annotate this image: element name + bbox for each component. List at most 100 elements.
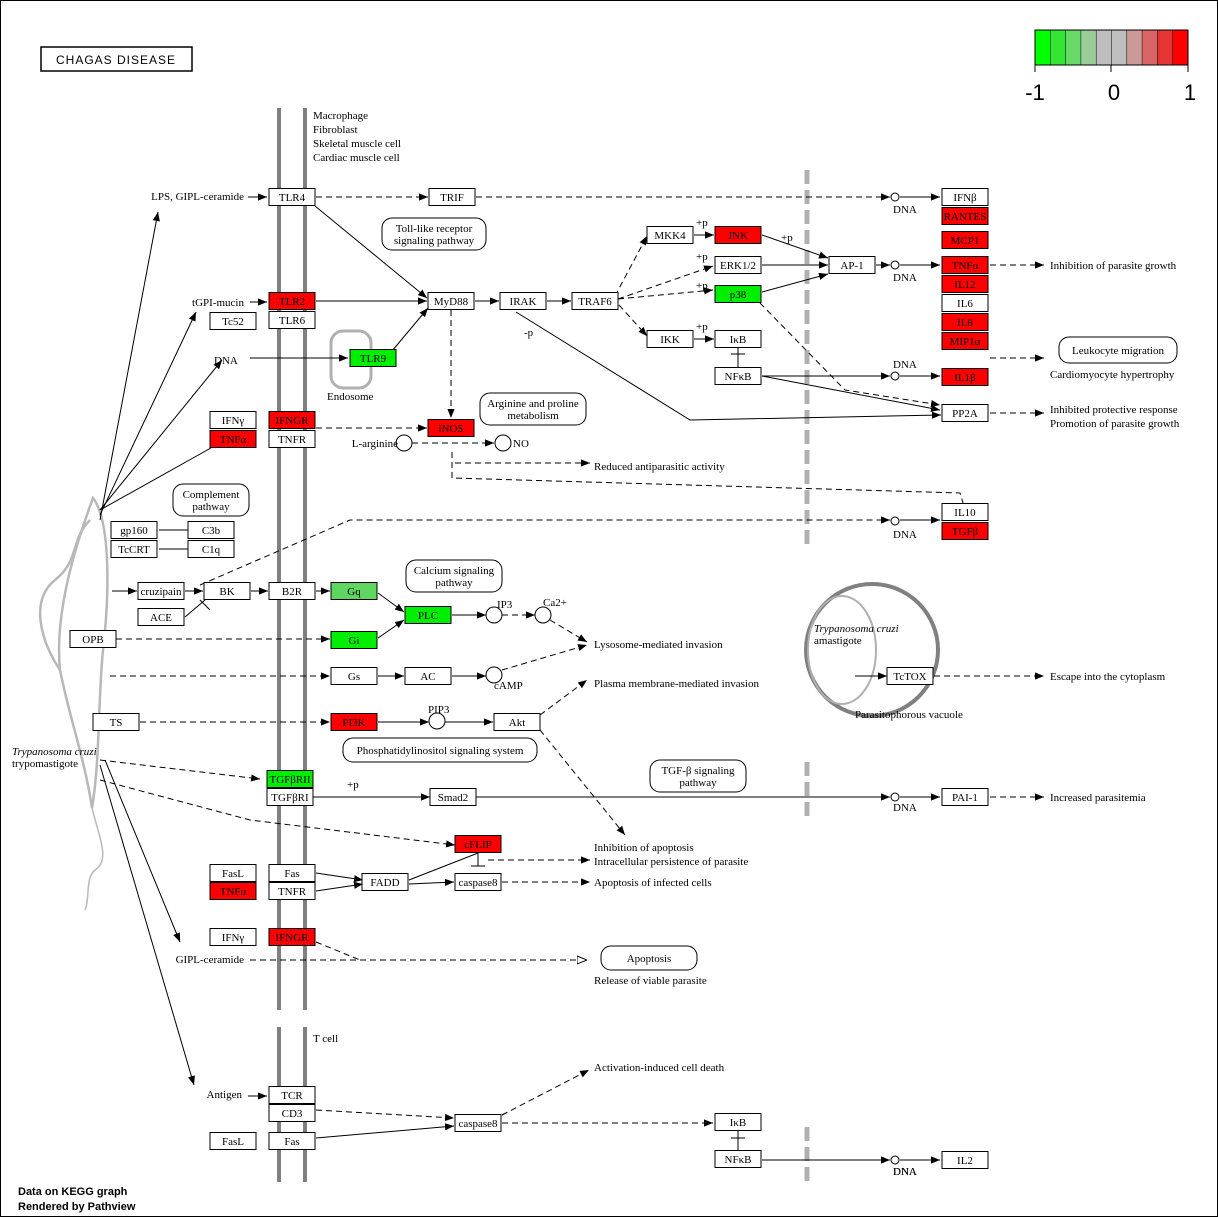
gene-mkk4[interactable]: MKK4	[646, 226, 694, 244]
gene-tnfr[interactable]: TNFR	[268, 882, 316, 900]
gene-i-b[interactable]: IκB	[714, 1113, 762, 1131]
gene-ac[interactable]: AC	[404, 667, 452, 685]
gene-tcr[interactable]: TCR	[268, 1086, 316, 1104]
compound-camp[interactable]: cAMP	[485, 666, 523, 692]
gene-mip1[interactable]: MIP1α	[941, 332, 989, 350]
gene-i-b[interactable]: IκB	[714, 330, 762, 348]
gene-mcp1[interactable]: MCP1	[941, 231, 989, 249]
gene-nf-b[interactable]: NFκB	[714, 367, 762, 385]
gene-cruzipain[interactable]: cruzipain	[137, 582, 185, 600]
gene-plc[interactable]: PLC	[404, 606, 452, 624]
gene-trif[interactable]: TRIF	[428, 188, 476, 206]
compound-ca2[interactable]: Ca2+	[534, 597, 567, 624]
gene-ifngr[interactable]: IFNGR	[268, 411, 316, 429]
gene-tnf[interactable]: TNFα	[941, 256, 989, 274]
gene-label: NFκB	[725, 371, 752, 383]
gene-il1[interactable]: IL1β	[941, 368, 989, 386]
gene-fas[interactable]: Fas	[268, 1132, 316, 1150]
gene-pp2a[interactable]: PP2A	[941, 404, 989, 422]
gene-tnf[interactable]: TNFα	[209, 882, 257, 900]
gene-il10[interactable]: IL10	[941, 503, 989, 521]
pathway-phosphatidylinositol-signaling-system[interactable]: Phosphatidylinositol signaling system	[342, 737, 538, 763]
gene-ifn[interactable]: IFNγ	[209, 411, 257, 429]
gene-tnf[interactable]: TNFα	[209, 430, 257, 448]
gene-pi3k[interactable]: PI3K	[330, 713, 378, 731]
gene-label: TLR2	[279, 296, 305, 308]
gene-box	[941, 188, 989, 206]
gene-tccrt[interactable]: TcCRT	[110, 540, 158, 558]
gene-nf-b[interactable]: NFκB	[714, 1150, 762, 1168]
gene-tlr6[interactable]: TLR6	[268, 311, 316, 329]
gene-il8[interactable]: IL8	[941, 313, 989, 331]
gene-cd3[interactable]: CD3	[268, 1104, 316, 1122]
gene-gp160[interactable]: gp160	[110, 521, 158, 539]
gene-tlr4[interactable]: TLR4	[268, 188, 316, 206]
pathway-leukocyte-migration[interactable]: Leukocyte migration	[1058, 336, 1178, 364]
gene-ifn[interactable]: IFNγ	[209, 928, 257, 946]
gene-bk[interactable]: BK	[203, 582, 251, 600]
gene-ifn[interactable]: IFNβ	[941, 188, 989, 206]
gene-ace[interactable]: ACE	[137, 608, 185, 626]
gene-jnk[interactable]: JNK	[714, 226, 762, 244]
gene-c1q[interactable]: C1q	[187, 540, 235, 558]
gene-tgf[interactable]: TGFβ	[941, 522, 989, 540]
gene-caspase8[interactable]: caspase8	[454, 1114, 502, 1132]
gene-il2[interactable]: IL2	[941, 1151, 989, 1169]
gene-ifngr[interactable]: IFNGR	[268, 928, 316, 946]
gene-smad2[interactable]: Smad2	[429, 788, 477, 806]
gene-b2r[interactable]: B2R	[268, 582, 316, 600]
gene-tlr9[interactable]: TLR9	[349, 349, 397, 367]
gene-gi[interactable]: Gi	[330, 631, 378, 649]
gene-tlr2[interactable]: TLR2	[268, 292, 316, 310]
dna-node	[890, 792, 900, 802]
gene-label: PLC	[418, 610, 438, 622]
gene-tctox[interactable]: TcTOX	[886, 667, 934, 685]
gene-label: TGFβRII	[269, 774, 310, 786]
gene-box	[330, 582, 378, 600]
gene-label: IL8	[957, 317, 973, 329]
gene-ikk[interactable]: IKK	[646, 330, 694, 348]
gene-akt[interactable]: Akt	[493, 713, 541, 731]
gene-cflip[interactable]: cFLIP	[454, 835, 502, 853]
gene-fasl[interactable]: FasL	[209, 864, 257, 882]
gene-fasl[interactable]: FasL	[209, 1132, 257, 1150]
gene-irak[interactable]: IRAK	[499, 292, 547, 310]
gene-tgf-rii[interactable]: TGFβRII	[266, 770, 314, 788]
gene-label: IKK	[660, 334, 680, 346]
gene-ts[interactable]: TS	[92, 713, 140, 731]
gene-fas[interactable]: Fas	[268, 864, 316, 882]
gene-p38[interactable]: p38	[714, 285, 762, 303]
gene-c3b[interactable]: C3b	[187, 521, 235, 539]
gene-label: PI3K	[342, 717, 365, 729]
gene-caspase8[interactable]: caspase8	[454, 873, 502, 891]
gene-il12[interactable]: IL12	[941, 275, 989, 293]
gene-tnfr[interactable]: TNFR	[268, 430, 316, 448]
gene-erk1-2[interactable]: ERK1/2	[714, 256, 762, 274]
gene-box	[268, 430, 316, 448]
gene-il6[interactable]: IL6	[941, 294, 989, 312]
label-dna: DNA	[893, 802, 917, 814]
gene-myd88[interactable]: MyD88	[427, 292, 475, 310]
gene-pai-1[interactable]: PAI-1	[941, 788, 989, 806]
gene-inos[interactable]: iNOS	[427, 419, 475, 437]
gene-opb[interactable]: OPB	[69, 630, 117, 648]
gene-ap-1[interactable]: AP-1	[828, 256, 876, 274]
compound-pip3[interactable]: PIP3	[428, 704, 450, 730]
gene-tgf-ri[interactable]: TGFβRI	[266, 788, 314, 806]
gene-box	[209, 928, 257, 946]
gene-gq[interactable]: Gq	[330, 582, 378, 600]
pathway-apoptosis[interactable]: Apoptosis	[600, 945, 698, 971]
gene-traf6[interactable]: TRAF6	[571, 292, 619, 310]
compound-no[interactable]: NO	[494, 434, 529, 452]
gene-tc52[interactable]: Tc52	[209, 312, 257, 330]
gene-rantes[interactable]: RANTES	[941, 207, 989, 225]
gene-gs[interactable]: Gs	[330, 667, 378, 685]
compound-l-arginine[interactable]: L-arginine	[352, 434, 413, 452]
gene-fadd[interactable]: FADD	[361, 873, 409, 891]
compound-ip3[interactable]: IP3	[485, 599, 513, 624]
